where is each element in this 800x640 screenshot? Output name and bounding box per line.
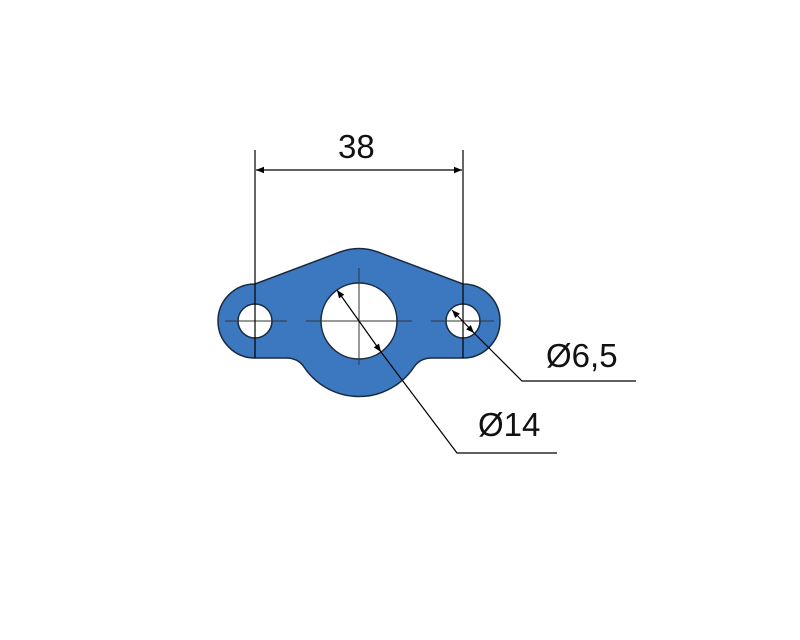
- leader-side-hole: [451, 309, 636, 382]
- dimension-label-38: 38: [338, 128, 375, 165]
- dimension-label-center-hole: Ø14: [478, 406, 541, 443]
- dimension-label-side-hole: Ø6,5: [546, 337, 618, 374]
- leader-center-hole: [336, 289, 557, 454]
